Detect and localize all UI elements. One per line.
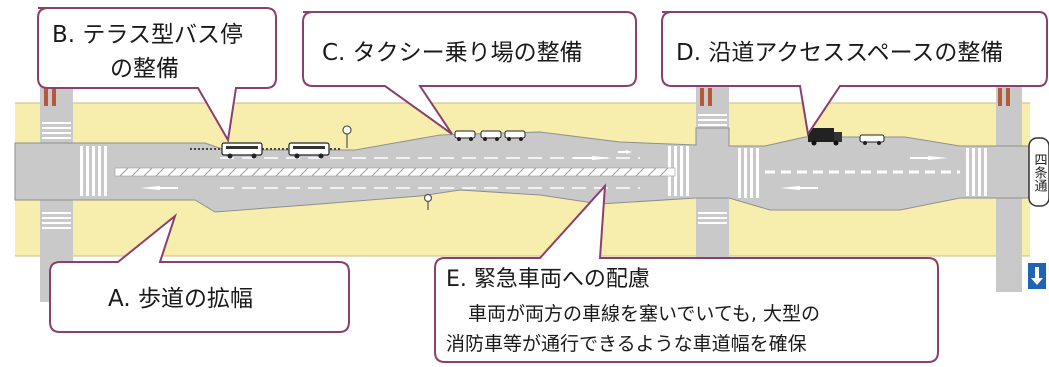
callout-e-line2: 消防車等が通行できるような車道幅を確保 xyxy=(446,333,807,355)
down-arrow-icon xyxy=(1028,263,1046,289)
bus-stop-sign-icon xyxy=(342,125,352,148)
callout-b-line1: B. テラス型バス停 xyxy=(52,22,243,48)
side-street-label-text: 四条通 xyxy=(1032,153,1048,192)
taxi-icon-2 xyxy=(480,130,502,141)
callout-e-title: E. 緊急車両への配慮 xyxy=(446,267,650,292)
callout-c-title: C. タクシー乗り場の整備 xyxy=(322,40,583,66)
lane-arrows xyxy=(140,150,948,190)
callout-d: D. 沿道アクセススペースの整備 xyxy=(661,11,1048,137)
bus-icon-1 xyxy=(221,142,263,159)
callout-d-title: D. 沿道アクセススペースの整備 xyxy=(676,40,1003,66)
stop-sign-lower-icon xyxy=(423,193,433,210)
callout-e: E. 緊急車両への配慮 車両が両方の車線を塞いでいても, 大型の 消防車等が通行… xyxy=(434,183,939,363)
callout-e-line1: 車両が両方の車線を塞いでいても, 大型の xyxy=(468,303,820,325)
callout-c: C. タクシー乗り場の整備 xyxy=(302,11,637,135)
crosswalk-left xyxy=(80,146,107,196)
taxi-icon-3 xyxy=(504,130,526,141)
crosswalk-right xyxy=(966,148,987,196)
center-median xyxy=(114,167,676,177)
crosswalk-left-top xyxy=(42,122,71,229)
side-street-label: 四条通 xyxy=(1028,137,1049,207)
callout-b-line2: の整備 xyxy=(110,56,179,82)
taxi-icon-1 xyxy=(454,130,476,141)
bus-icon-2 xyxy=(288,142,330,159)
callout-a-title: A. 歩道の拡幅 xyxy=(108,286,253,312)
truck-icon xyxy=(808,128,842,146)
car-icon xyxy=(859,134,885,145)
callout-a: A. 歩道の拡幅 xyxy=(49,213,350,333)
callout-b: B. テラス型バス停 の整備 xyxy=(37,7,277,143)
